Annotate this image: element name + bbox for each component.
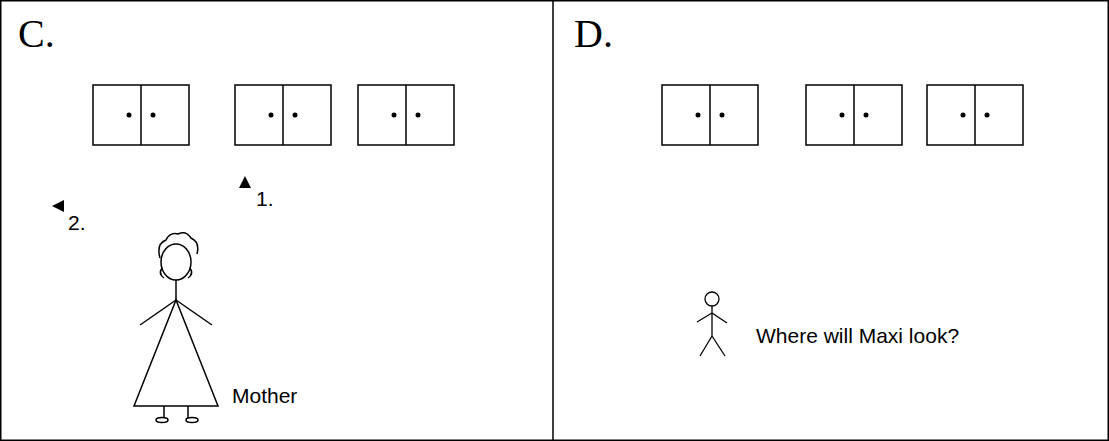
figure-caption: Mother (232, 385, 297, 406)
cupboard-door-split (853, 85, 855, 145)
door-knob (985, 113, 990, 118)
door-knob (269, 113, 274, 118)
cupboard (662, 85, 758, 145)
cupboard-door-split (282, 85, 284, 145)
arrow-marker (239, 176, 251, 188)
cupboard (806, 85, 902, 145)
cupboard-door-split (405, 85, 407, 145)
mother-figure (134, 233, 218, 423)
question-text: Where will Maxi look? (756, 325, 959, 346)
cupboard (235, 85, 331, 145)
cupboard (927, 85, 1023, 145)
door-knob (416, 113, 421, 118)
panel-letter: D. (574, 14, 613, 54)
cupboard-outline (927, 85, 1023, 145)
door-knob (127, 113, 132, 118)
maxi-figure (697, 292, 727, 356)
panel-divider (552, 0, 554, 441)
cupboard (93, 85, 189, 145)
door-knob (392, 113, 397, 118)
cupboard-outline (235, 85, 331, 145)
cupboard-door-split (709, 85, 711, 145)
callout-number: 1. (256, 188, 274, 209)
cupboards (93, 85, 1023, 145)
cupboard-door-split (140, 85, 142, 145)
panel-letter: C. (18, 14, 55, 54)
cupboard (358, 85, 454, 145)
door-knob (840, 113, 845, 118)
door-knob (961, 113, 966, 118)
door-knob (864, 113, 869, 118)
door-knob (151, 113, 156, 118)
cupboard-outline (93, 85, 189, 145)
cupboard-outline (806, 85, 902, 145)
cupboard-outline (662, 85, 758, 145)
door-knob (696, 113, 701, 118)
door-knob (720, 113, 725, 118)
door-knob (293, 113, 298, 118)
cupboard-door-split (974, 85, 976, 145)
arrow-marker (52, 200, 64, 212)
cupboard-outline (358, 85, 454, 145)
callout-number: 2. (68, 212, 86, 233)
